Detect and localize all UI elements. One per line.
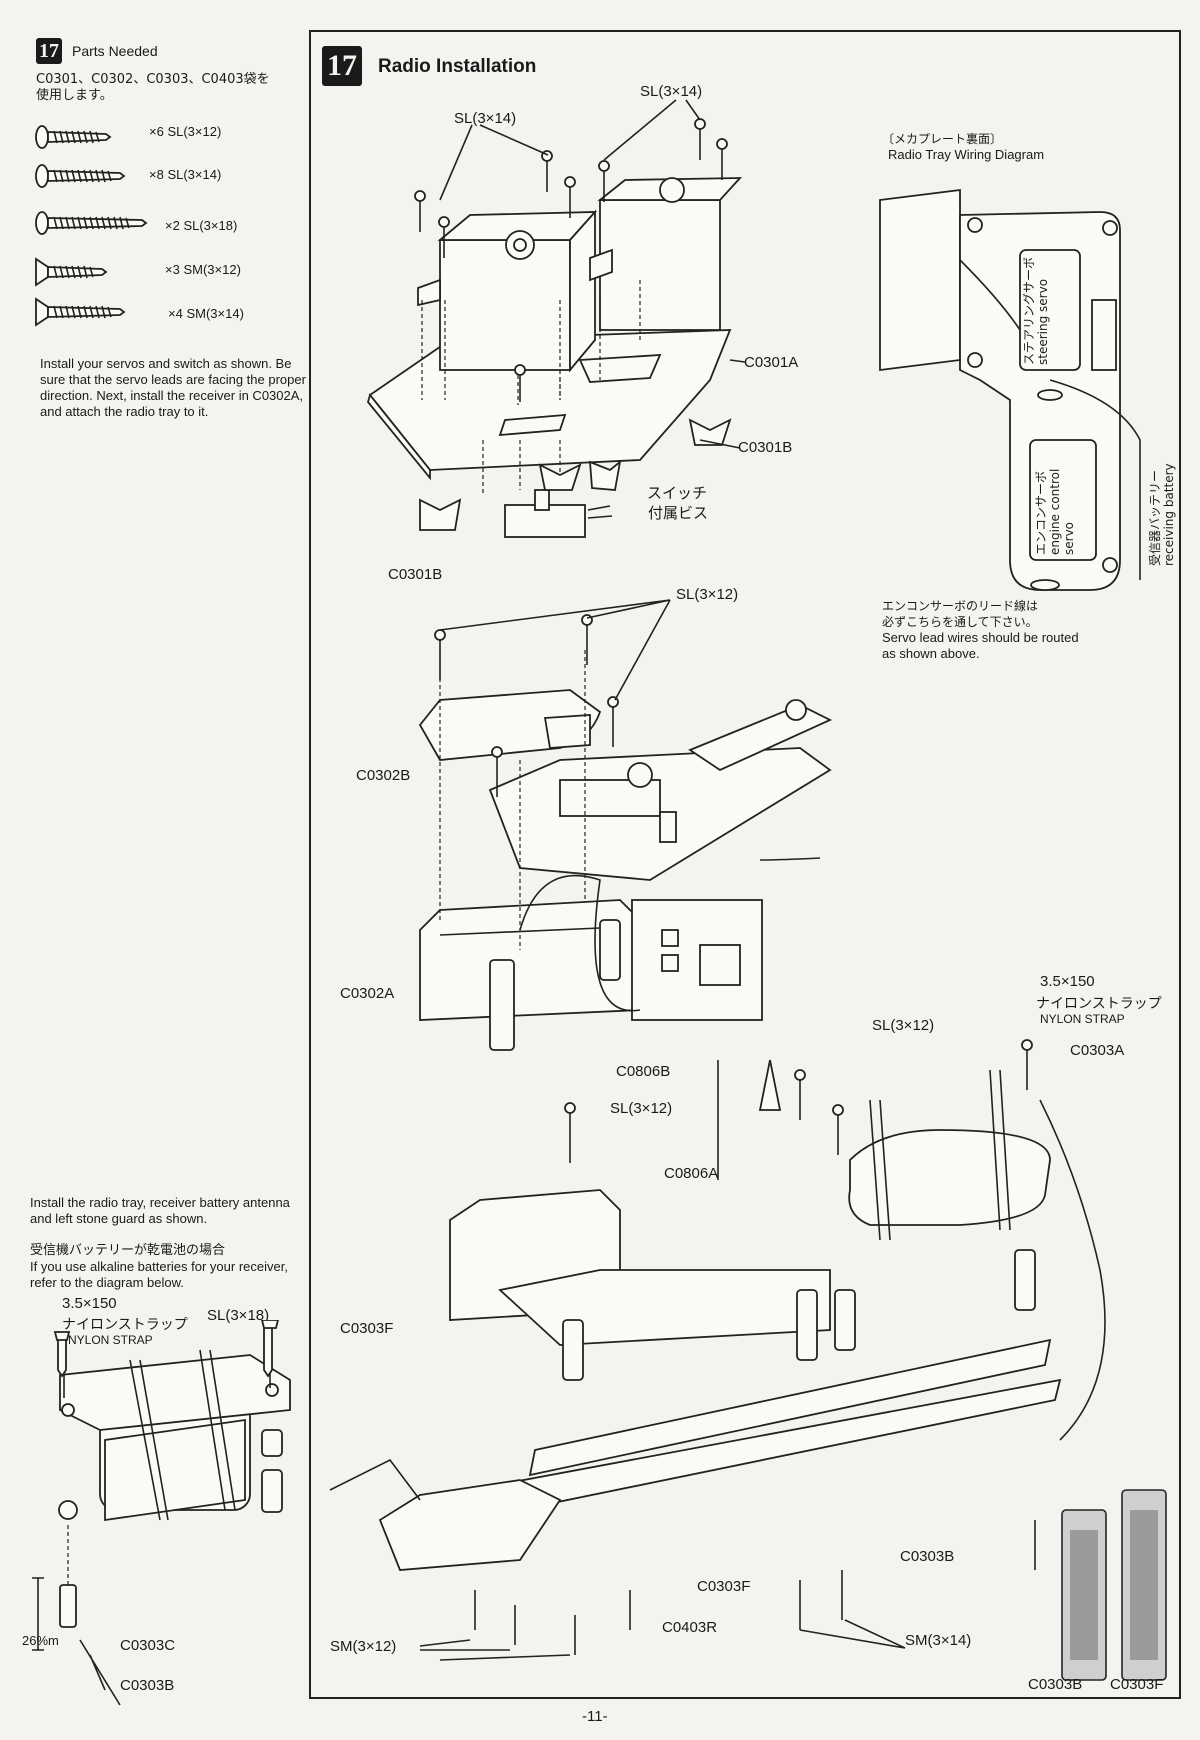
screws-middle bbox=[434, 599, 671, 797]
left-part-c0303b: C0303B bbox=[120, 1677, 175, 1694]
alkaline-jp: 受信機バッテリーが乾電池の場合 bbox=[30, 1243, 226, 1258]
label-c0302b: C0302B bbox=[356, 767, 411, 784]
screw-icons bbox=[35, 125, 148, 327]
screw-qty-1: ×6 SL(3×12) bbox=[149, 124, 222, 139]
label-c0303b: C0303B bbox=[900, 1548, 955, 1565]
label-switch-jp-2: 付属ビス bbox=[648, 504, 709, 522]
label-c0806a: C0806A bbox=[664, 1165, 719, 1182]
left-instructions: Install your servos and switch as shown.… bbox=[40, 356, 306, 419]
screw-icon bbox=[35, 257, 108, 287]
wiring-note-jp-2: 必ずこちらを通して下さい。 bbox=[882, 615, 1038, 629]
label-strap-size: 3.5×150 bbox=[1040, 973, 1095, 990]
wiring-diagram bbox=[879, 188, 1141, 591]
main-title: Radio Installation bbox=[378, 56, 537, 77]
parts-needed-title: Parts Needed bbox=[72, 43, 158, 59]
label-strap-en: NYLON STRAP bbox=[1040, 1012, 1125, 1026]
label-c0302a: C0302A bbox=[340, 985, 395, 1002]
label-c0301a: C0301A bbox=[744, 354, 799, 371]
label-c0303f-low: C0303F bbox=[697, 1578, 751, 1595]
left-step-badge: 17 bbox=[36, 38, 62, 64]
label-c0403r: C0403R bbox=[662, 1619, 718, 1636]
lower-instructions: Install the radio tray, receiver battery… bbox=[30, 1195, 290, 1226]
left-screw-sl18: SL(3×18) bbox=[207, 1307, 270, 1324]
screw-icon bbox=[35, 164, 126, 188]
receiver-box-assembly bbox=[418, 650, 833, 1051]
left-part-c0303c: C0303C bbox=[120, 1637, 176, 1654]
main-frame bbox=[309, 30, 1181, 1699]
screws-bottom bbox=[419, 1039, 1036, 1661]
legend-c0303f: C0303F bbox=[1110, 1676, 1164, 1693]
screw-icon bbox=[35, 297, 126, 327]
label-c0806b: C0806B bbox=[616, 1063, 671, 1080]
legend-c0303b: C0303B bbox=[1028, 1676, 1083, 1693]
left-strap-en: NYLON STRAP bbox=[68, 1333, 153, 1347]
screw-qty-4: ×3 SM(3×12) bbox=[165, 262, 241, 277]
left-strap-size: 3.5×150 bbox=[62, 1295, 117, 1312]
chassis-assembly bbox=[329, 1069, 1106, 1571]
screw-qty-5: ×4 SM(3×14) bbox=[168, 306, 244, 321]
wiring-note-en-2: as shown above. bbox=[882, 646, 980, 661]
left-dim: 26%m bbox=[22, 1633, 59, 1648]
main-step-badge: 17 bbox=[322, 46, 362, 86]
screws-top bbox=[414, 99, 728, 402]
servo-plate-assembly bbox=[367, 177, 743, 538]
label-sl14-b: SL(3×14) bbox=[640, 83, 703, 100]
screw-icon bbox=[35, 125, 112, 149]
screw-qty-3: ×2 SL(3×18) bbox=[165, 218, 238, 233]
label-sl14-a: SL(3×14) bbox=[454, 110, 517, 127]
alkaline-en: If you use alkaline batteries for your r… bbox=[30, 1259, 288, 1290]
label-strap-jp: ナイロンストラップ bbox=[1036, 996, 1162, 1012]
label-sl12-top: SL(3×12) bbox=[872, 1017, 935, 1034]
wiring-note-jp-1: エンコンサーボのリード線は bbox=[882, 599, 1039, 613]
label-c0301b-left: C0301B bbox=[388, 566, 443, 583]
screw-icon bbox=[35, 211, 148, 235]
label-c0301b-right: C0301B bbox=[738, 439, 793, 456]
label-sl12-bottom: SL(3×12) bbox=[610, 1100, 673, 1117]
wiring-title-en: Radio Tray Wiring Diagram bbox=[888, 147, 1045, 162]
label-sm12: SM(3×12) bbox=[330, 1638, 397, 1655]
label-c0303f: C0303F bbox=[340, 1320, 394, 1337]
label-sm14: SM(3×14) bbox=[905, 1632, 972, 1649]
wiring-note-en-1: Servo lead wires should be routed bbox=[882, 630, 1079, 645]
alkaline-battery-diagram bbox=[32, 1320, 291, 1706]
parts-bags-note: C0301、C0302、C0303、C0403袋を使用します。 bbox=[36, 72, 270, 103]
left-strap-jp: ナイロンストラップ bbox=[62, 1317, 188, 1333]
wiring-title-jp: 〔メカプレート裏面〕 bbox=[882, 132, 1003, 146]
label-switch-jp-1: スイッチ bbox=[647, 484, 708, 502]
label-sl12-mid: SL(3×12) bbox=[676, 586, 739, 603]
page-number: -11- bbox=[582, 1708, 608, 1725]
label-c0303a: C0303A bbox=[1070, 1042, 1125, 1059]
screw-qty-2: ×8 SL(3×14) bbox=[149, 167, 222, 182]
